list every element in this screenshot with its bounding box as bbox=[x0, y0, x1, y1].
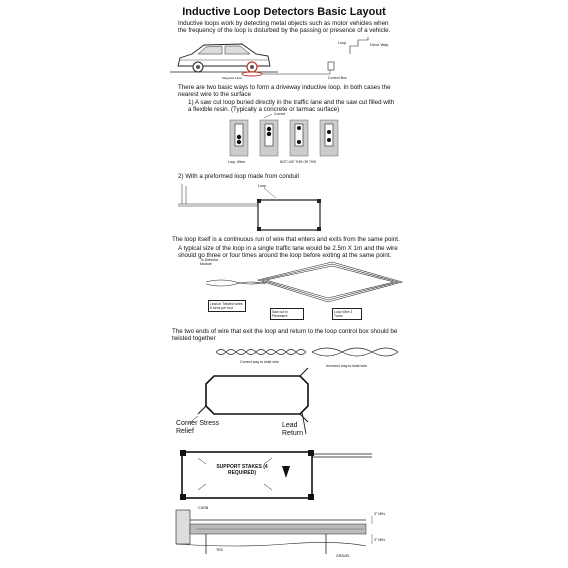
corner-stress-label: Corner Stress Relief bbox=[176, 420, 220, 435]
typical-size-text: A typical size of the loop in a single t… bbox=[178, 245, 398, 260]
loop-wire-box: Loop Wire 3 Turns bbox=[332, 308, 362, 320]
drive-way-label: Drive Way bbox=[370, 42, 389, 47]
loop-label-2: Loop bbox=[258, 184, 266, 188]
lead-return-label: Lead Return bbox=[282, 422, 304, 437]
two-ways-text: There are two basic ways to form a drive… bbox=[178, 84, 391, 99]
curb-label: CURB bbox=[198, 506, 209, 510]
gravel-label: GRAVEL bbox=[336, 554, 351, 558]
twisted-text: The two ends of wire that exit the loop … bbox=[172, 328, 398, 343]
detector-label: To Detector Module bbox=[200, 258, 219, 267]
saw-cut-box: Saw cut in Pavement bbox=[270, 308, 304, 320]
car-loop-figure: Loop Drive Way Control Box Magnetic Fiel… bbox=[170, 36, 400, 86]
intro-text: Inductive loops work by detecting metal … bbox=[178, 20, 391, 35]
support-stakes-figure: SUPPORT STAKES (4 REQUIRED) bbox=[176, 444, 372, 504]
tee-label: TEE bbox=[216, 548, 223, 552]
continuous-text: The loop itself is a continuous run of w… bbox=[172, 236, 400, 243]
right-caption: NOT LIKE THIS OR THIS bbox=[280, 160, 317, 164]
incorrect-twist-label: Incorrect way to twist wire bbox=[326, 364, 368, 368]
preformed-loop-figure: Loop bbox=[178, 182, 398, 234]
correct-twist-label: Correct way to twist wire bbox=[240, 360, 279, 364]
correct-label: Correct bbox=[274, 112, 286, 116]
min-bottom-label: 3" MIN. bbox=[374, 538, 386, 542]
magnetic-field-label: Magnetic Field bbox=[222, 76, 242, 80]
method-2-text: 2) With a preformed loop made from condu… bbox=[178, 173, 300, 180]
page-title: Inductive Loop Detectors Basic Layout bbox=[182, 6, 386, 18]
twist-figure: Correct way to twist wire Incorrect way … bbox=[215, 340, 402, 370]
min-top-label: 3" MIN. bbox=[374, 512, 386, 516]
loop-turns-figure: To Detector Module Lead-in Twisted wires… bbox=[196, 258, 404, 320]
support-stakes-label: SUPPORT STAKES (4 REQUIRED) bbox=[216, 464, 268, 476]
control-box-label: Control Box bbox=[328, 76, 347, 80]
method-1-text: 1) A saw cut loop buried directly in the… bbox=[188, 99, 395, 114]
lead-in-box: Lead-in Twisted wires 6 turns per foot bbox=[208, 300, 246, 312]
left-caption: Loop, Wires bbox=[228, 160, 246, 164]
loop-label: Loop bbox=[338, 41, 346, 45]
stress-relief-figure: Corner Stress Relief Lead Return bbox=[176, 367, 336, 440]
cross-section-figure: CURB 3" MIN. 3" MIN. TEE GRAVEL bbox=[175, 504, 396, 564]
saw-cut-figure: Correct Loop, Wires NOT LIKE THIS OR THI… bbox=[226, 112, 346, 172]
